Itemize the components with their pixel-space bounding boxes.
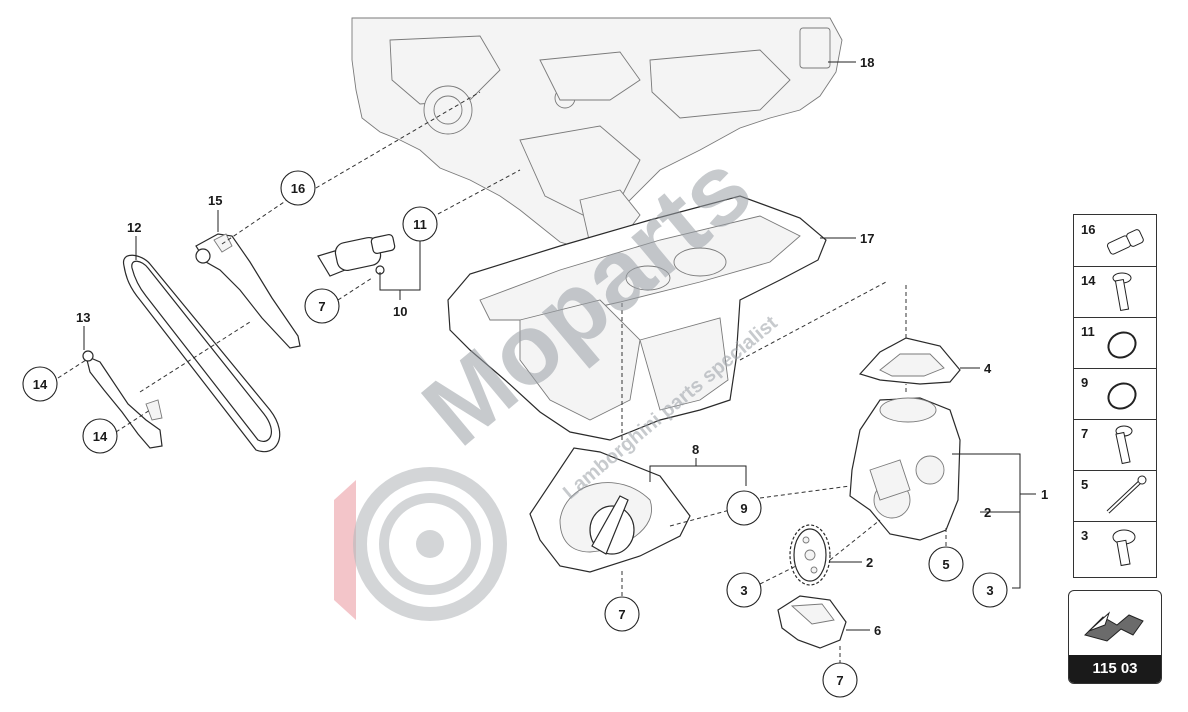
legend-row-11: 11 — [1074, 317, 1156, 369]
leader-lines — [57, 61, 1036, 664]
callout-14-lower: 14 — [82, 418, 118, 454]
torx-screw-icon — [1112, 529, 1136, 567]
label-13: 13 — [76, 310, 90, 325]
gasket-drawing — [858, 337, 961, 385]
legend-row-14: 14 — [1074, 266, 1156, 318]
baffle-drawing — [529, 447, 691, 573]
oil-pan-drawing — [447, 195, 827, 441]
label-18: 18 — [860, 55, 874, 70]
label-4: 4 — [984, 361, 992, 376]
o-ring-icon — [1107, 331, 1137, 359]
callout-11: 11 — [402, 206, 438, 242]
callout-14-upper: 14 — [22, 366, 58, 402]
legend-row-3: 3 — [1074, 521, 1156, 572]
callouts: 16 11 7 14 14 9 7 3 5 3 7 — [22, 170, 1008, 698]
torx-bolt-icon — [1112, 272, 1132, 312]
arrow-icon — [1084, 611, 1144, 642]
legend-row-7: 7 — [1074, 419, 1156, 471]
svg-text:16: 16 — [291, 181, 305, 196]
part-labels: 18 17 15 12 13 10 4 8 1 2 2 6 — [76, 55, 1048, 638]
tensioner-rail-drawing — [195, 233, 301, 349]
timing-chain-drawing — [123, 254, 281, 453]
label-6: 6 — [874, 623, 881, 638]
legend-row-16: 16 — [1074, 215, 1156, 267]
svg-text:3: 3 — [740, 583, 747, 598]
callout-9: 9 — [726, 490, 762, 526]
legend-number: 3 — [1081, 528, 1089, 543]
callout-3-sprocket: 3 — [726, 572, 762, 608]
callout-7-cover: 7 — [822, 662, 858, 698]
callout-5: 5 — [928, 546, 964, 582]
label-8: 8 — [692, 442, 699, 457]
legend-number: 11 — [1081, 324, 1095, 339]
svg-text:3: 3 — [986, 583, 993, 598]
legend-number: 7 — [1081, 426, 1089, 441]
label-10: 10 — [393, 304, 407, 319]
legend-number: 9 — [1081, 375, 1089, 390]
hardware-legend: 16 14 11 9 7 5 — [1073, 214, 1157, 578]
long-bolt-icon — [1106, 475, 1147, 514]
svg-text:14: 14 — [33, 377, 48, 392]
label-15: 15 — [208, 193, 222, 208]
callout-7-baffle: 7 — [604, 596, 640, 632]
svg-text:7: 7 — [318, 299, 325, 314]
label-2-pump: 2 — [984, 505, 991, 520]
label-12: 12 — [127, 220, 141, 235]
svg-text:11: 11 — [413, 217, 427, 232]
plug-bolt-icon — [1106, 229, 1144, 255]
sprocket-drawing — [789, 524, 831, 586]
label-17: 17 — [860, 231, 874, 246]
o-ring-icon — [1107, 382, 1137, 410]
solenoid-valve-drawing — [317, 234, 396, 277]
callout-16: 16 — [280, 170, 316, 206]
legend-number: 14 — [1081, 273, 1096, 288]
guide-rail-drawing — [82, 350, 163, 449]
bolt-icon — [1115, 425, 1133, 465]
svg-text:7: 7 — [618, 607, 625, 622]
svg-text:7: 7 — [836, 673, 843, 688]
svg-text:9: 9 — [740, 501, 747, 516]
legend-number: 16 — [1081, 222, 1096, 237]
legend-number: 5 — [1081, 477, 1089, 492]
page-reference-badge: 115 03 — [1068, 590, 1162, 684]
callout-7-valve: 7 — [304, 288, 340, 324]
svg-text:5: 5 — [942, 557, 949, 572]
sprocket-cover-drawing — [777, 595, 847, 649]
legend-row-5: 5 — [1074, 470, 1156, 522]
callout-3-pump: 3 — [972, 572, 1008, 608]
legend-row-9: 9 — [1074, 368, 1156, 420]
label-2-sprocket: 2 — [866, 555, 873, 570]
oil-pump-drawing — [849, 397, 961, 541]
svg-text:14: 14 — [93, 429, 108, 444]
label-1: 1 — [1041, 487, 1048, 502]
page-code: 115 03 — [1069, 655, 1161, 683]
